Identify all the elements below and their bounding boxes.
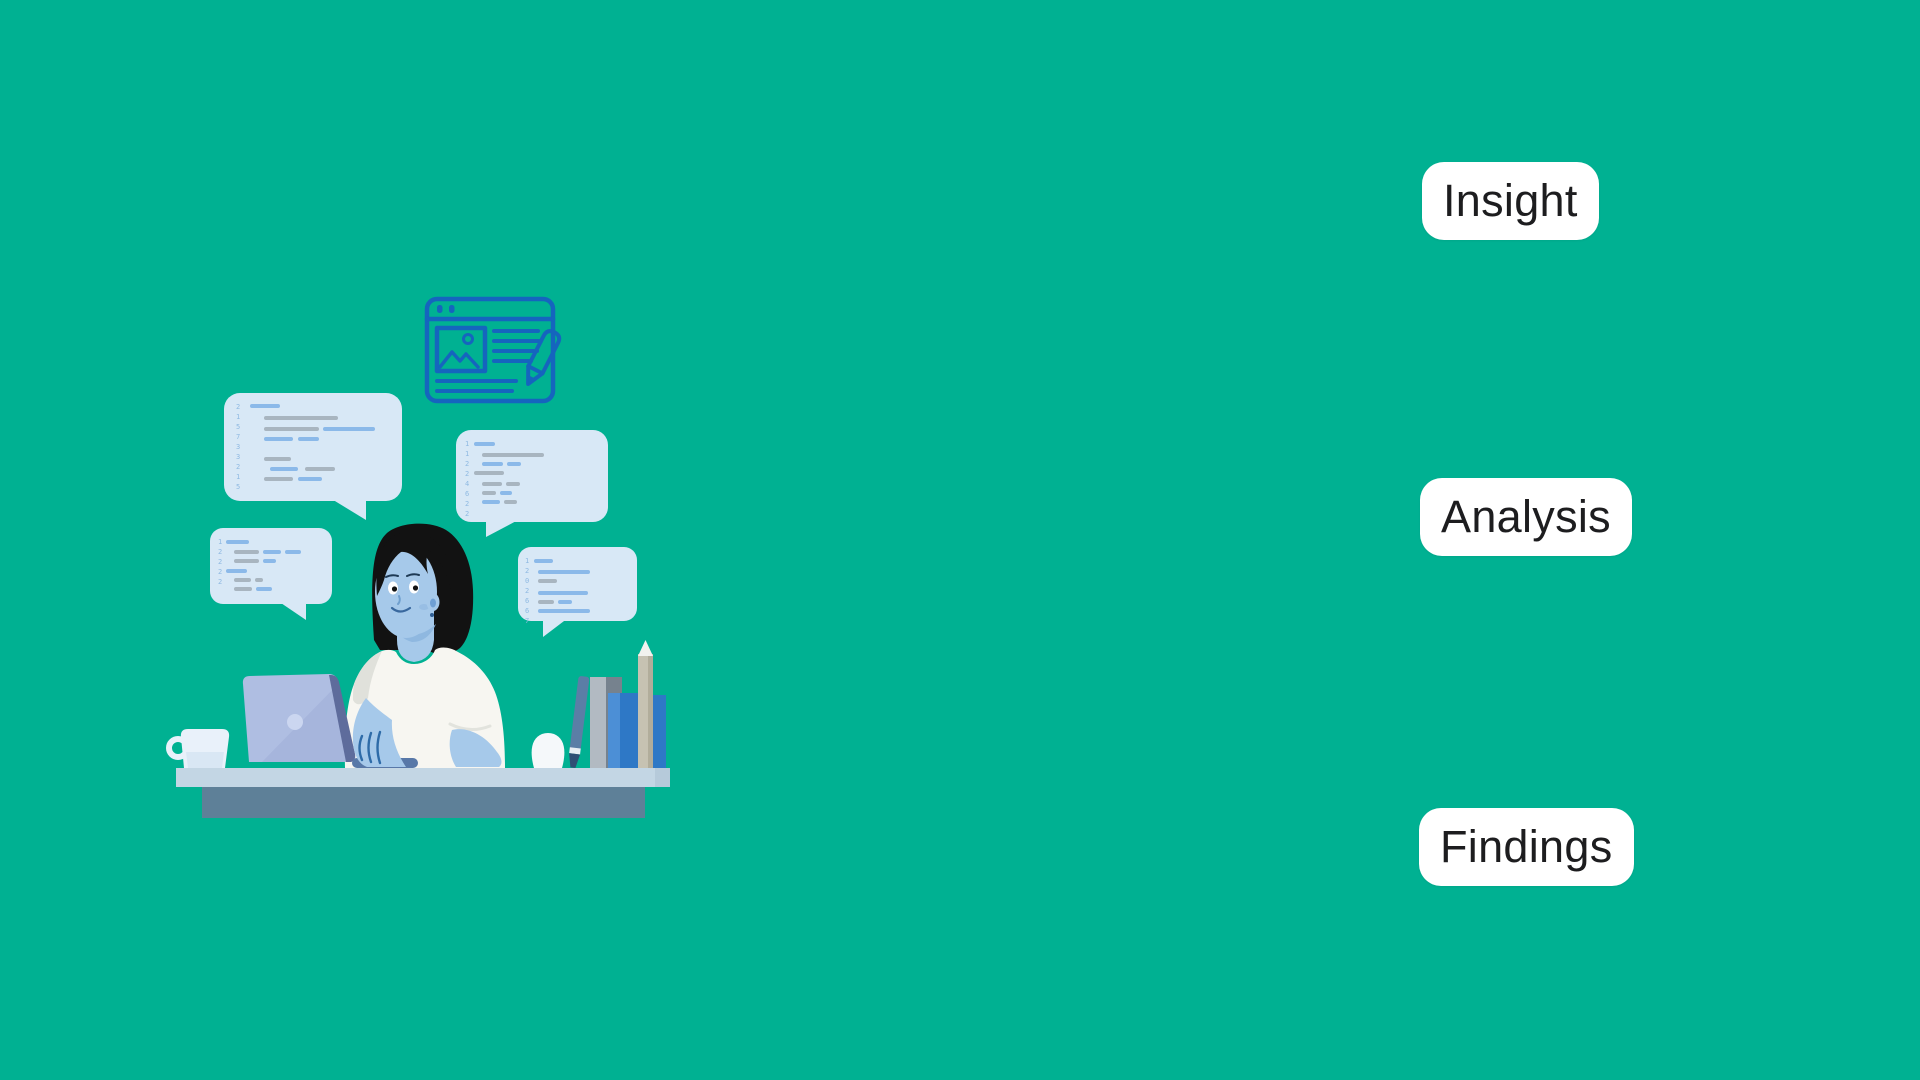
laptop-logo: [287, 714, 303, 730]
pencil-icon: [526, 329, 562, 386]
desk-top: [176, 768, 670, 787]
arms: [352, 698, 502, 767]
desk-front-panel: [202, 787, 645, 818]
label-findings: Findings: [1419, 808, 1634, 886]
label-insight: Insight: [1422, 162, 1599, 240]
blog-post-icon: [424, 296, 562, 404]
sleeve-fold: [448, 722, 492, 731]
desk: [176, 768, 670, 818]
face-features: [385, 573, 429, 613]
label-analysis: Analysis: [1420, 478, 1632, 556]
face: [375, 546, 437, 638]
desk-pen: [569, 676, 590, 769]
small-cup: [531, 733, 565, 768]
code-lines: [250, 404, 375, 481]
books: [590, 677, 666, 769]
tall-pencil: [638, 640, 653, 769]
hair-fringe: [376, 532, 452, 596]
finger-lines: [358, 730, 382, 765]
chin-shadow: [390, 622, 436, 642]
laptop: [242, 674, 418, 768]
window-dot-icon: [449, 305, 455, 313]
shirt-shadow: [353, 651, 382, 705]
right-forearm: [449, 729, 502, 767]
coffee-mug: [166, 729, 230, 768]
woman: [344, 523, 505, 768]
code-lines: [226, 540, 301, 591]
code-lines: [534, 559, 590, 613]
window-dot-icon: [437, 305, 443, 313]
earring: [430, 613, 434, 617]
image-placeholder-icon: [434, 325, 488, 374]
laptop-lid-shade: [262, 684, 353, 762]
ear: [426, 593, 440, 617]
code-lines: [474, 442, 544, 504]
text-lines-icon: [435, 329, 543, 393]
laptop-lid-edge: [329, 675, 356, 762]
